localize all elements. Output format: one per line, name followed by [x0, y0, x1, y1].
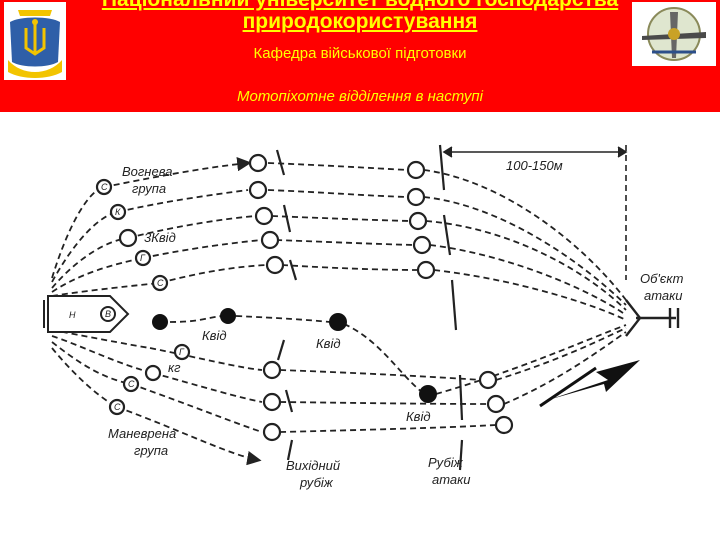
squad-leader-label-2: Квід: [316, 336, 341, 351]
attack-arrow-icon: [548, 360, 640, 400]
vehicle-label: Н: [69, 310, 76, 320]
start-line-label-2: рубіж: [299, 475, 334, 490]
grenadier-symbol-2: Г: [179, 347, 185, 357]
phase-lines: [275, 144, 464, 471]
attack-line-label-1: Рубіж: [428, 455, 464, 470]
university-name-line2: природокористування: [242, 10, 478, 33]
attack-line-label-2: атаки: [432, 472, 471, 487]
sniper-symbol-4: С: [114, 402, 121, 412]
sniper-symbol: С: [101, 182, 108, 192]
movement-paths: [51, 156, 627, 466]
objective-label-2: атаки: [644, 288, 683, 303]
soldier-markers: [95, 153, 514, 442]
squad-leader-markers: [152, 308, 437, 403]
sniper-symbol-3: С: [128, 379, 135, 389]
squad-attack-diagram: Н В С К Г С Г: [43, 144, 684, 490]
trident-emblem-icon: [4, 2, 66, 80]
vehicle-driver-symbol: В: [105, 309, 111, 319]
start-line-label-1: Вихідний: [286, 458, 340, 473]
squad-leader-label-3: Квід: [406, 409, 431, 424]
sniper-symbol-2: С: [157, 278, 164, 288]
distance-dimension: [442, 145, 628, 280]
objective-label-1: Об'єкт: [640, 271, 684, 286]
university-name-line1: Національний університет водного господа…: [0, 0, 720, 12]
fire-group-label-1: Вогнева: [122, 164, 172, 179]
maneuver-group-label-1: Маневрена: [108, 426, 176, 441]
maneuver-group-label-2: група: [134, 443, 168, 458]
fire-group-label-2: група: [132, 181, 166, 196]
kg-label: кг: [168, 360, 181, 375]
squad-leader-label-1: Квід: [202, 328, 227, 343]
header-banner: Національний університет водного господа…: [0, 0, 720, 112]
department-name: Кафедра військової підготовки: [253, 45, 467, 62]
vehicle-icon: [43, 295, 130, 333]
aviation-emblem-icon: [632, 2, 716, 66]
distance-label: 100-150м: [506, 158, 563, 173]
slide-subtitle: Мотопіхотне відділення в наступі: [237, 88, 483, 105]
objective-symbol: [625, 299, 680, 337]
machine-gunner-symbol: К: [115, 207, 121, 217]
deputy-label: 3Квід: [144, 230, 176, 245]
grenadier-symbol: Г: [140, 253, 146, 263]
